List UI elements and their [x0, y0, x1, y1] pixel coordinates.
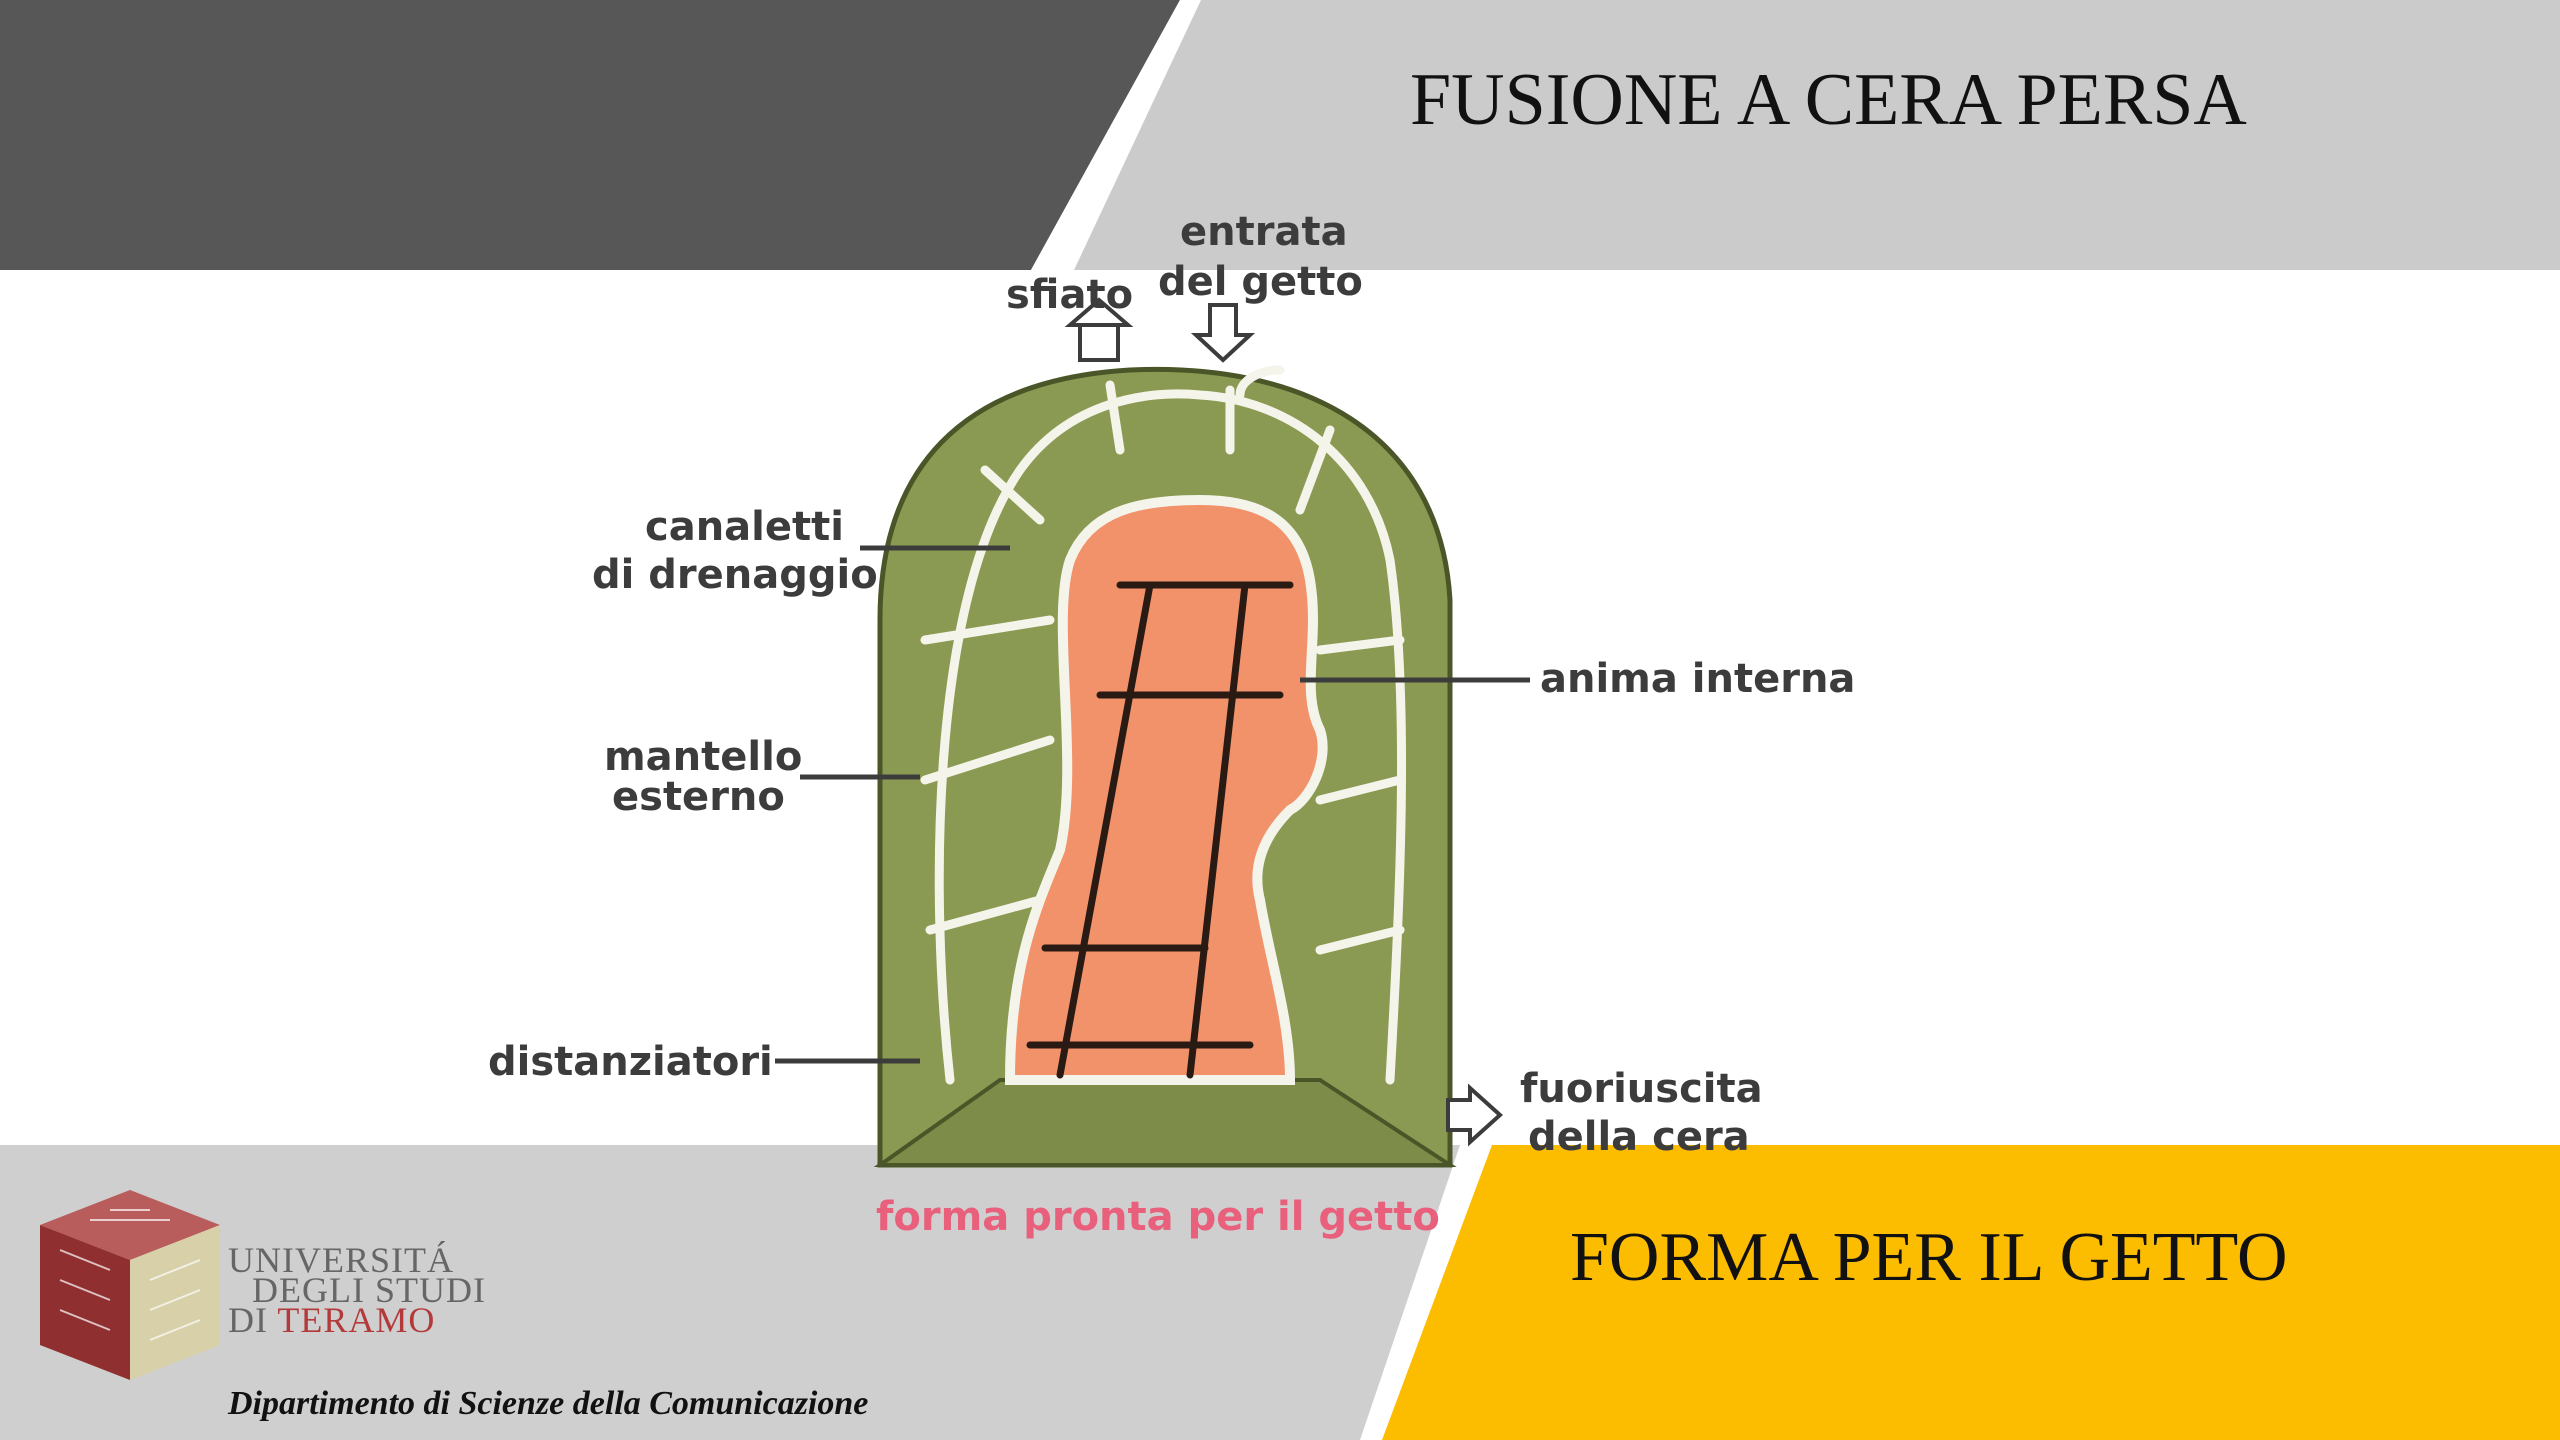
footer-yellow-band [1382, 1145, 2560, 1440]
footer-light-band [0, 1145, 1460, 1440]
drainage-channels [920, 365, 1407, 1085]
label-canaletti-line1: canaletti [645, 504, 844, 550]
university-name-line3: DI TERAMO [228, 1302, 486, 1338]
university-name-city: TERAMO [277, 1300, 436, 1340]
label-anima-interna: anima interna [1540, 656, 1855, 702]
pour-arrow-down-icon [1190, 303, 1256, 363]
slide-caption: FORMA PER IL GETTO [1570, 1219, 2288, 1296]
core-armature [1026, 581, 1294, 1079]
label-entrata-line2: del getto [1158, 259, 1363, 305]
label-mantello-line2: esterno [612, 774, 785, 820]
wax-exit-arrow-right-icon [1446, 1083, 1503, 1147]
university-name: UNIVERSITÁ DEGLI STUDI DI TERAMO [228, 1240, 486, 1338]
label-distanziatori: distanziatori [488, 1039, 773, 1085]
mold-base [873, 1078, 1457, 1167]
header-dark-band [0, 0, 1180, 270]
label-leader-lines [775, 545, 1530, 1064]
label-fuoriuscita-line1: fuoriuscita [1520, 1066, 1763, 1112]
slide-title: FUSIONE A CERA PERSA [1410, 59, 2247, 141]
label-sfiato: sfiato [1006, 272, 1133, 318]
university-name-line1: UNIVERSITÁ [228, 1240, 454, 1280]
university-logo-cube [40, 1190, 220, 1380]
diagram-footer-caption: forma pronta per il getto [876, 1194, 1440, 1240]
label-canaletti-line2: di drenaggio [592, 552, 878, 598]
label-mantello-line1: mantello [604, 734, 802, 780]
label-entrata-line1: entrata [1180, 209, 1348, 255]
vent-arrow-up-icon [1064, 297, 1134, 362]
label-fuoriuscita-line2: della cera [1528, 1114, 1750, 1160]
university-name-prefix: DI [228, 1300, 278, 1340]
department-name: Dipartimento di Scienze della Comunicazi… [228, 1385, 869, 1422]
header-light-band [1074, 0, 2560, 270]
university-name-line2: DEGLI STUDI [252, 1270, 486, 1310]
